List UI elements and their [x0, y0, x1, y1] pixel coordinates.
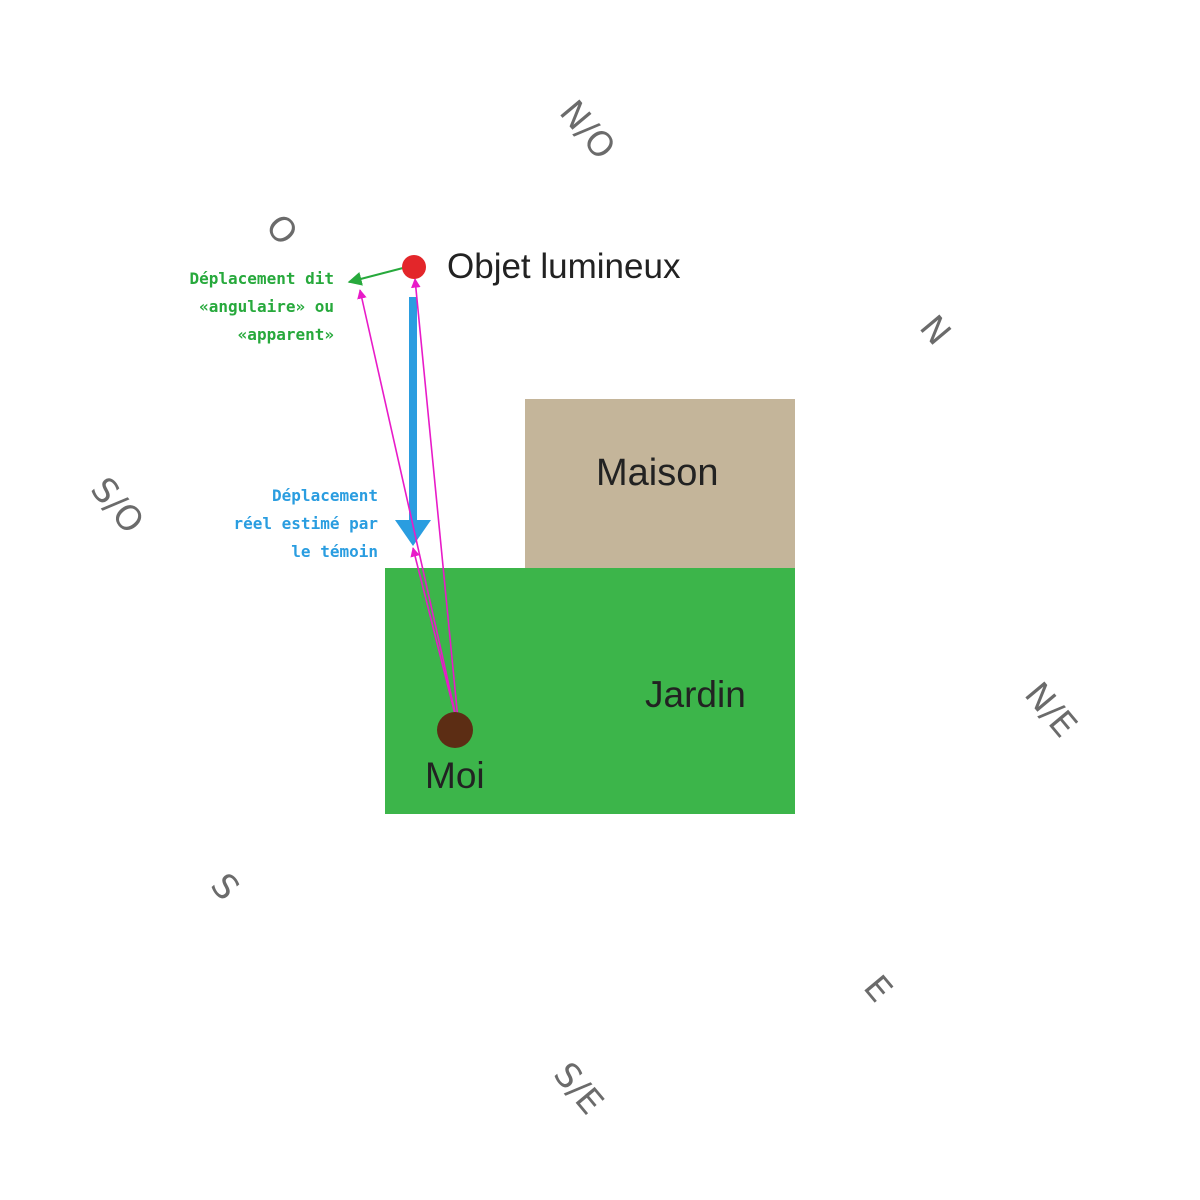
- real-note-line-3: le témoin: [291, 542, 378, 561]
- observer-dot: [437, 712, 473, 748]
- garden-label: Jardin: [645, 674, 746, 715]
- angular-displacement-note: Déplacement dit «angulaire» ou «apparent…: [190, 265, 335, 349]
- house-label: Maison: [596, 452, 719, 494]
- angular-note-line-1: Déplacement dit: [189, 269, 335, 288]
- sight-line-to-arrowhead: [410, 547, 460, 731]
- real-displacement-note: Déplacement réel estimé par le témoin: [234, 482, 379, 566]
- angular-displacement-arrow: [347, 267, 404, 286]
- angular-note-line-3: «apparent»: [237, 325, 334, 344]
- light-object-dot: [402, 255, 426, 279]
- garden-rect: [385, 568, 795, 814]
- angular-note-line-2: «angulaire» ou: [199, 297, 334, 316]
- real-displacement-arrow-shaft: [409, 297, 417, 523]
- me-label: Moi: [425, 755, 485, 796]
- real-note-line-1: Déplacement: [272, 486, 378, 505]
- sight-line-angular: [357, 289, 460, 731]
- real-displacement-arrow-head: [395, 520, 431, 546]
- light-object-label: Objet lumineux: [447, 247, 681, 286]
- sight-line-to-object: [411, 278, 460, 731]
- house-rect: [525, 399, 795, 568]
- real-note-line-2: réel estimé par: [233, 514, 379, 533]
